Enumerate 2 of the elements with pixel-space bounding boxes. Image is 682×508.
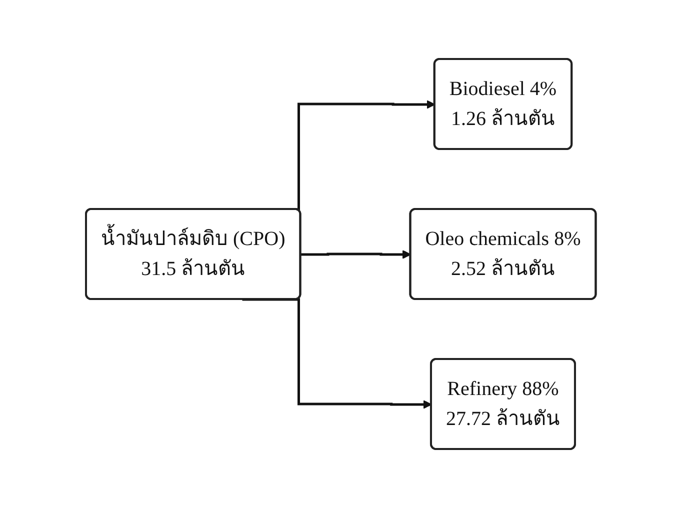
- arrow: [300, 250, 412, 259]
- arrow: [242, 298, 432, 409]
